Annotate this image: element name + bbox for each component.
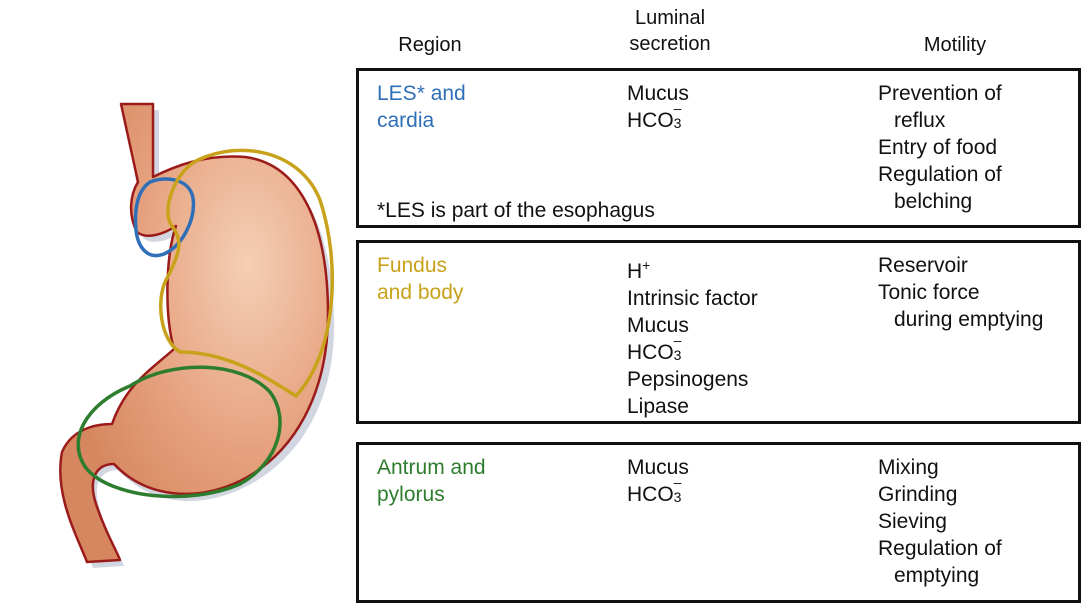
- region-antrum-pylorus: Antrum and pylorus: [377, 454, 486, 508]
- hco-subsup: –3: [673, 101, 684, 131]
- motility-fundus-body: Reservoir Tonic force during emptying: [878, 252, 1043, 333]
- motility-line: Reservoir: [878, 254, 968, 277]
- secretion-mucus: Mucus: [627, 82, 689, 105]
- header-luminal-line1: Luminal: [634, 7, 706, 29]
- region-line: cardia: [377, 109, 435, 132]
- secretion-mucus: Mucus: [627, 314, 689, 337]
- motility-line: Grinding: [878, 483, 958, 506]
- secretion-intrinsic-factor: Intrinsic factor: [627, 287, 758, 310]
- motility-line: Mixing: [878, 456, 939, 479]
- stomach-body: [59, 102, 330, 564]
- motility-line: reflux: [894, 109, 946, 132]
- hco-base: HCO: [627, 109, 674, 132]
- secretion-fundus-body: H+ Intrinsic factor Mucus HCO–3 Pepsinog…: [627, 252, 758, 420]
- secretion-bicarbonate: HCO–3: [627, 475, 689, 508]
- secretion-lipase: Lipase: [627, 395, 689, 418]
- motility-les-cardia: Prevention of reflux Entry of food Regul…: [878, 80, 1002, 215]
- hco-base: HCO: [627, 483, 674, 506]
- header-region: Region: [398, 34, 462, 56]
- header-motility: Motility: [923, 34, 987, 56]
- motility-line: Tonic force: [878, 281, 980, 304]
- motility-line: during emptying: [894, 308, 1044, 331]
- hco-base: HCO: [627, 341, 674, 364]
- secretion-pepsinogens: Pepsinogens: [627, 368, 749, 391]
- motility-line: belching: [894, 190, 973, 213]
- motility-line: emptying: [894, 564, 980, 587]
- les-cardia-outline: [133, 177, 196, 258]
- section-antrum-pylorus: Antrum and pylorus Mucus HCO–3 Mixing Gr…: [356, 442, 1081, 603]
- hco-sup: –: [673, 100, 682, 116]
- hco-subsup: –3: [673, 333, 684, 363]
- fundus-body-outline: [159, 148, 335, 399]
- secretion-bicarbonate: HCO–3: [627, 101, 689, 134]
- section-les-cardia: LES* and cardia Mucus HCO–3 Prevention o…: [356, 68, 1081, 228]
- motility-antrum-pylorus: Mixing Grinding Sieving Regulation of em…: [878, 454, 1002, 589]
- h-base: H: [627, 260, 643, 283]
- hco-sub: 3: [673, 347, 682, 363]
- motility-line: Regulation of: [878, 537, 1002, 560]
- region-les-cardia: LES* and cardia: [377, 80, 466, 134]
- hco-sub: 3: [673, 115, 682, 131]
- secretion-les-cardia: Mucus HCO–3: [627, 80, 689, 134]
- motility-line: Regulation of: [878, 163, 1002, 186]
- secretion-antrum-pylorus: Mucus HCO–3: [627, 454, 689, 508]
- h-sup: +: [642, 257, 651, 273]
- stomach-illustration: [59, 102, 335, 568]
- hco-sup: –: [673, 332, 682, 348]
- motility-line: Entry of food: [878, 136, 998, 159]
- hco-sub: 3: [673, 489, 682, 505]
- secretion-mucus: Mucus: [627, 456, 689, 479]
- header-luminal-line2: secretion: [629, 33, 711, 55]
- section-fundus-body: Fundus and body H+ Intrinsic factor Mucu…: [356, 240, 1081, 424]
- hco-subsup: –3: [673, 475, 684, 505]
- region-line: Antrum and: [377, 456, 486, 479]
- region-line: LES* and: [377, 82, 466, 105]
- hco-sup: –: [673, 474, 682, 490]
- region-fundus-body: Fundus and body: [377, 252, 463, 306]
- les-footnote: *LES is part of the esophagus: [377, 199, 655, 222]
- region-line: Fundus: [377, 254, 448, 277]
- region-line: and body: [377, 281, 464, 304]
- secretion-bicarbonate: HCO–3: [627, 333, 758, 366]
- motility-line: Prevention of: [878, 82, 1002, 105]
- header-luminal-secretion: Luminal secretion: [595, 5, 745, 57]
- region-line: pylorus: [377, 483, 445, 506]
- motility-line: Sieving: [878, 510, 947, 533]
- secretion-hydrogen-ion: H+: [627, 252, 758, 285]
- antrum-pylorus-outline: [76, 365, 282, 499]
